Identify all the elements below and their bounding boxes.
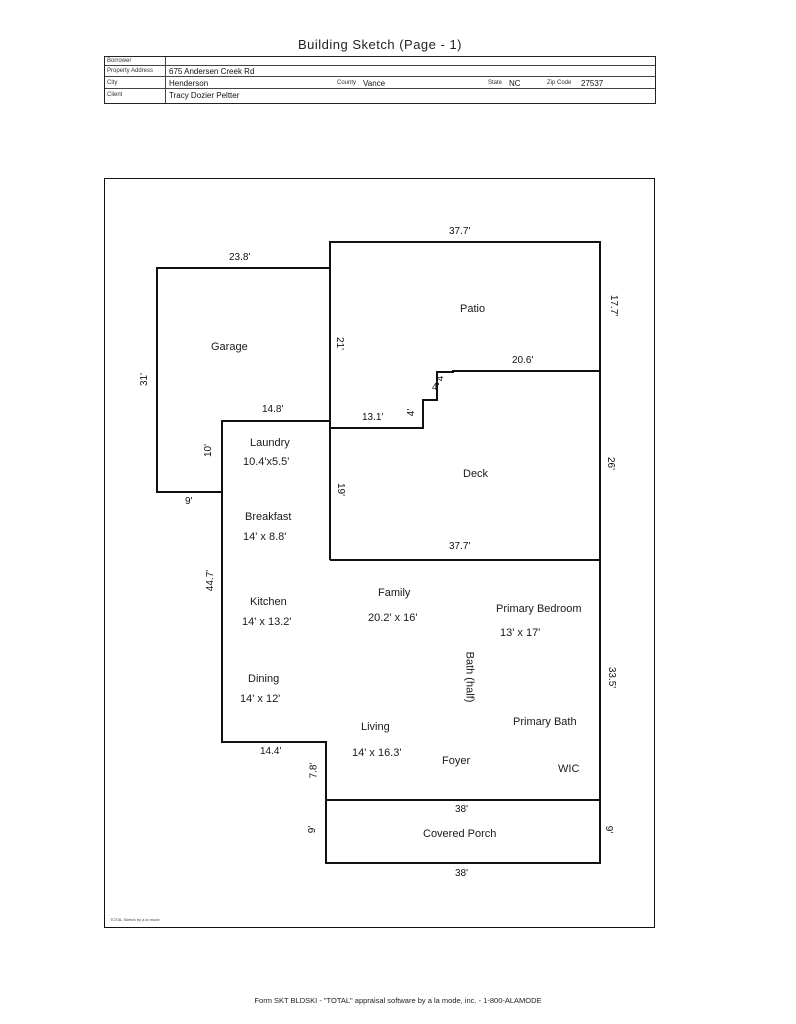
footer: Form SKT BLDSKI - "TOTAL" appraisal soft… [254,996,542,1005]
room-family-size: 20.2' x 16' [368,612,418,624]
dim-deck-left: 19' [335,482,347,497]
zip-label: Zip Code [547,80,572,86]
dim-patio-right: 17.7' [608,294,620,317]
dim-garage-top: 23.8' [229,252,251,263]
dim-deck-left-top: 13.1' [362,412,384,423]
dim-patio-top: 37.7' [449,226,471,237]
county-value: Vance [363,79,386,88]
address-value: 675 Andersen Creek Rd [169,67,255,76]
room-covered-porch: Covered Porch [423,828,497,840]
room-laundry-size: 10.4'x5.5' [243,456,290,468]
dim-deck-top: 20.6' [512,355,534,366]
city-value: Henderson [169,79,209,88]
sketch-frame [104,178,655,928]
room-breakfast: Breakfast [245,511,292,523]
client-value: Tracy Dozier Peltter [169,91,240,100]
dim-living-bottom: 14.4' [260,746,282,757]
county-label: County [337,80,357,86]
dim-porch-top: 38' [455,804,469,815]
room-primary-bedroom: Primary Bedroom [496,603,582,615]
dim-step-lower: 4' [406,408,418,417]
dim-porch-bottom: 38' [455,868,469,879]
room-family: Family [378,587,411,599]
dim-garage-bottom: 9' [185,496,193,507]
dim-porch-right: 9' [603,825,615,834]
room-dining-size: 14' x 12' [240,693,281,705]
room-garage: Garage [211,341,248,353]
borrower-label: Borrower [107,58,132,64]
state-value: NC [509,79,521,88]
room-kitchen-size: 14' x 13.2' [242,616,292,628]
state-label: State [488,80,503,86]
room-laundry: Laundry [250,437,290,449]
software-credit: TOTAL Sketch by a la mode [110,917,160,922]
city-label: City [107,80,118,86]
client-label: Client [107,92,123,98]
address-label: Property Address [107,68,154,74]
room-foyer: Foyer [442,755,471,767]
dim-house-left: 44.7' [205,569,217,592]
page-title: Building Sketch (Page - 1) [297,37,463,52]
dim-garage-left: 31' [139,372,151,387]
dim-deck-bottom: 37.7' [449,541,471,552]
room-dining: Dining [248,673,280,685]
room-wic: WIC [558,763,580,775]
dim-porch-left: 9' [307,825,319,834]
dim-patio-left: 21' [334,336,346,351]
room-kitchen: Kitchen [250,596,287,608]
room-primary-bedroom-size: 13' x 17' [500,627,541,639]
room-patio: Patio [460,303,486,315]
room-living-size: 14' x 16.3' [352,747,402,759]
dim-step-upper: 4' [435,373,447,382]
room-living: Living [361,721,390,733]
room-deck: Deck [463,468,489,480]
dim-laundry-left: 10' [203,443,215,458]
header-table: Borrower Property Address 675 Andersen C… [104,56,656,104]
dim-deck-right: 26' [605,456,617,471]
room-breakfast-size: 14' x 8.8' [243,531,287,543]
dim-step-mid: 4' [432,382,440,393]
dim-house-right: 33.5' [606,666,618,689]
room-bath-half: Bath (half) [463,651,476,703]
room-primary-bath: Primary Bath [513,716,577,728]
dim-foyer-step: 7.8' [308,762,320,779]
zip-value: 27537 [581,79,604,88]
dim-laundry-top: 14.8' [262,404,284,415]
